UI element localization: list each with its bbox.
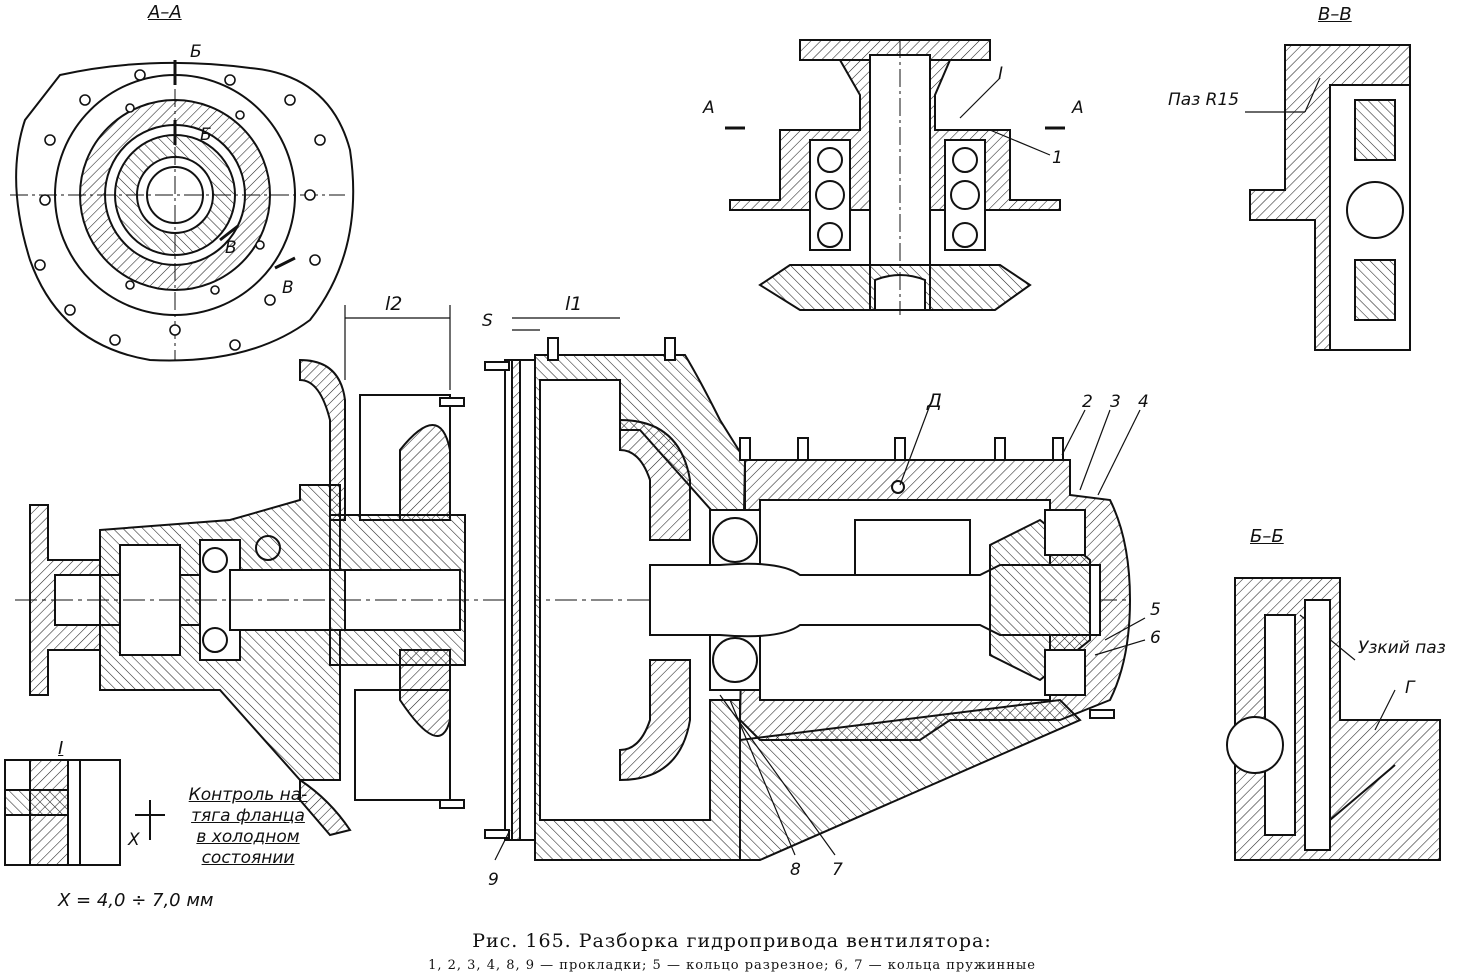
top-bearing-assembly	[725, 39, 1065, 315]
dimension-l2: l2	[385, 293, 403, 315]
section-aa-view	[10, 60, 355, 362]
section-label-aa: А–А	[148, 2, 182, 23]
marker-detail-ref: I	[998, 64, 1004, 84]
detail-i-view	[4, 759, 165, 866]
marker-v1: В	[225, 238, 237, 258]
marker-v2: В	[282, 278, 294, 298]
bolts	[439, 337, 1115, 839]
main-assembly-right	[504, 354, 1132, 861]
control-note-line-2: тяга фланца	[191, 806, 305, 826]
part-number-8: 8	[790, 860, 801, 880]
part-number-7: 7	[832, 860, 843, 880]
section-label-detail-i: I	[58, 738, 64, 759]
part-number-1: 1	[1052, 148, 1063, 168]
main-assembly-left	[15, 358, 1130, 837]
section-label-vv: В–В	[1318, 4, 1352, 25]
section-vv-view	[1249, 44, 1411, 351]
control-note-line-4: состоянии	[201, 848, 295, 868]
annotation-uzkiy-paz: Узкий паз	[1358, 638, 1446, 658]
part-number-5: 5	[1150, 600, 1161, 620]
marker-b-top: Б	[190, 42, 202, 62]
figure-caption-title: Рис. 165. Разборка гидропривода вентилят…	[472, 930, 992, 952]
control-note-line-1: Контроль на-	[188, 785, 308, 805]
dimension-s: S	[482, 311, 493, 331]
part-number-3: 3	[1110, 392, 1121, 412]
section-bb-view	[1226, 577, 1441, 861]
part-number-9: 9	[488, 870, 499, 890]
annotation-control-note: Контроль на- тяга фланца в холодном сост…	[168, 785, 328, 869]
marker-g: Г	[1405, 678, 1415, 698]
figure-caption-legend: 1, 2, 3, 4, 8, 9 — прокладки; 5 — кольцо…	[428, 958, 1036, 973]
part-number-6: 6	[1150, 628, 1161, 648]
leader-lines	[344, 77, 1396, 861]
marker-a-right: А	[1072, 98, 1084, 118]
part-number-4: 4	[1138, 392, 1149, 412]
dimension-x: X	[128, 830, 140, 850]
annotation-formula: X = 4,0 ÷ 7,0 мм	[58, 890, 214, 911]
marker-b-inner: Б	[200, 125, 212, 145]
annotation-paz-r15: Паз R15	[1168, 90, 1240, 110]
dimension-l1: l1	[565, 293, 583, 315]
part-number-2: 2	[1082, 392, 1093, 412]
control-note-line-3: в холодном	[196, 827, 300, 847]
marker-d: Д	[927, 390, 942, 412]
section-label-bb: Б–Б	[1250, 526, 1284, 547]
marker-a-left: А	[703, 98, 715, 118]
